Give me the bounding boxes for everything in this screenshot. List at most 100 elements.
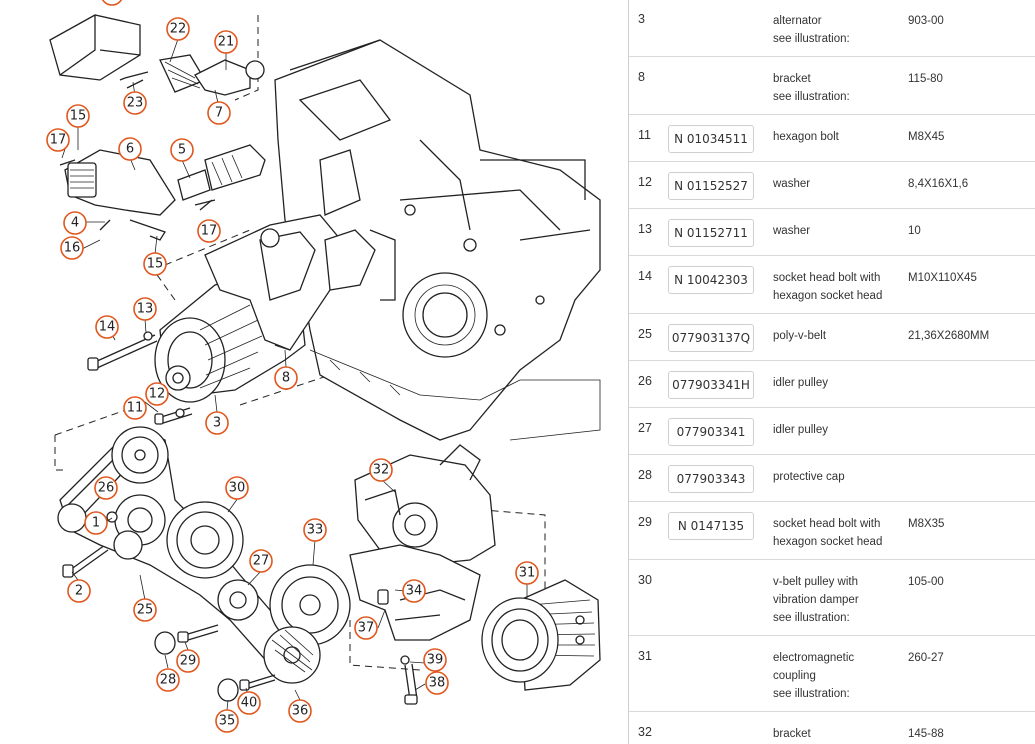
- svg-text:28: 28: [160, 673, 177, 688]
- callout-34[interactable]: 34: [402, 579, 426, 603]
- callout-22[interactable]: 22: [166, 17, 190, 41]
- position-number: 3: [629, 0, 668, 57]
- callout-38[interactable]: 38: [425, 671, 449, 695]
- part-number-button[interactable]: 077903343: [668, 465, 754, 493]
- callout-11[interactable]: 11: [123, 396, 147, 420]
- description-line: socket head bolt with: [773, 518, 881, 530]
- part-number-button[interactable]: N 10042303: [668, 266, 754, 294]
- callout-30[interactable]: 30: [225, 476, 249, 500]
- callout-26[interactable]: 26: [94, 476, 118, 500]
- callout-14[interactable]: 14: [95, 315, 119, 339]
- panel-divider: [628, 0, 629, 744]
- part-number-cell: N 0147135: [668, 501, 773, 560]
- svg-text:13: 13: [137, 302, 154, 317]
- callout-7[interactable]: 7: [207, 101, 231, 125]
- callout-28[interactable]: 28: [156, 668, 180, 692]
- parts-row[interactable]: 32 bracketvane pump145-88: [629, 711, 1035, 744]
- part-number-button[interactable]: 077903341H: [668, 371, 754, 399]
- callout-33[interactable]: 33: [303, 518, 327, 542]
- callout-15-top[interactable]: 15: [66, 104, 90, 128]
- see-illustration-link[interactable]: see illustration:: [773, 33, 850, 45]
- see-illustration-link[interactable]: see illustration:: [773, 91, 850, 103]
- callout-4[interactable]: 4: [63, 211, 87, 235]
- callout-2[interactable]: 2: [67, 579, 91, 603]
- position-number: 25: [629, 313, 668, 361]
- engine-block: [274, 39, 601, 441]
- callout-15-bottom[interactable]: 15: [143, 252, 167, 276]
- part-number-cell: [668, 559, 773, 636]
- callout-17-right[interactable]: 17: [197, 219, 221, 243]
- callout-5[interactable]: 5: [170, 138, 194, 162]
- parts-diagram-svg: 22 21 23 7 15 17 6 5 4 17 16 15 13 14 12…: [46, 0, 601, 733]
- part-number-cell: N 01034511: [668, 114, 773, 162]
- position-number: 11: [629, 114, 668, 162]
- description-cell: protective cap: [773, 454, 908, 502]
- callout-16[interactable]: 16: [60, 236, 84, 260]
- part-number-button[interactable]: 077903341: [668, 418, 754, 446]
- callout-1[interactable]: 1: [84, 511, 108, 535]
- spec-remark: 21,36X2680MM: [908, 313, 1035, 361]
- callout-25[interactable]: 25: [133, 598, 157, 622]
- callout-21[interactable]: 21: [214, 30, 238, 54]
- alternator: [154, 214, 396, 403]
- part-number-button[interactable]: N 01152527: [668, 172, 754, 200]
- description-cell: poly-v-belt: [773, 313, 908, 361]
- callout-35[interactable]: 35: [215, 709, 239, 733]
- svg-text:33: 33: [307, 523, 324, 538]
- svg-text:26: 26: [98, 481, 115, 496]
- position-number: 13: [629, 208, 668, 256]
- position-number: 8: [629, 56, 668, 115]
- callout-17-left[interactable]: 17: [46, 128, 70, 152]
- see-illustration-link[interactable]: see illustration:: [773, 612, 850, 624]
- part-number-button[interactable]: 077903137Q: [668, 324, 754, 352]
- description-line: hexagon socket head: [773, 290, 883, 302]
- callout-27[interactable]: 27: [249, 549, 273, 573]
- callout-32[interactable]: 32: [369, 458, 393, 482]
- part-number-cell: N 01152527: [668, 161, 773, 209]
- callout-6[interactable]: 6: [118, 137, 142, 161]
- part-number-cell: N 10042303: [668, 255, 773, 314]
- callout-39[interactable]: 39: [423, 648, 447, 672]
- part-number-button[interactable]: N 01034511: [668, 125, 754, 153]
- vane-pump: [349, 444, 496, 705]
- part-number-cell: 077903343: [668, 454, 773, 502]
- callout-13[interactable]: 13: [133, 297, 157, 321]
- callout-37[interactable]: 37: [354, 616, 378, 640]
- spec-remark: 145-88: [908, 711, 1035, 744]
- callout-3[interactable]: 3: [205, 411, 229, 435]
- svg-text:4: 4: [71, 216, 79, 231]
- callout-40[interactable]: 40: [237, 691, 261, 715]
- svg-text:23: 23: [127, 96, 144, 111]
- callout-23[interactable]: 23: [123, 91, 147, 115]
- position-number: 32: [629, 711, 668, 744]
- callout-8[interactable]: 8: [274, 366, 298, 390]
- callout-36[interactable]: 36: [288, 699, 312, 723]
- description-line: washer: [773, 178, 811, 190]
- callout-29[interactable]: 29: [176, 649, 200, 673]
- see-illustration-link[interactable]: see illustration:: [773, 688, 850, 700]
- position-number: 26: [629, 360, 668, 408]
- callout-12[interactable]: 12: [145, 382, 169, 406]
- part-number-cell: 077903137Q: [668, 313, 773, 361]
- svg-text:17: 17: [50, 133, 67, 148]
- description-cell: bracketvane pump: [773, 711, 908, 744]
- callout-31[interactable]: 31: [515, 561, 539, 585]
- part-number-button[interactable]: N 01152711: [668, 219, 754, 247]
- svg-text:16: 16: [64, 241, 81, 256]
- part-number-button[interactable]: N 0147135: [668, 512, 754, 540]
